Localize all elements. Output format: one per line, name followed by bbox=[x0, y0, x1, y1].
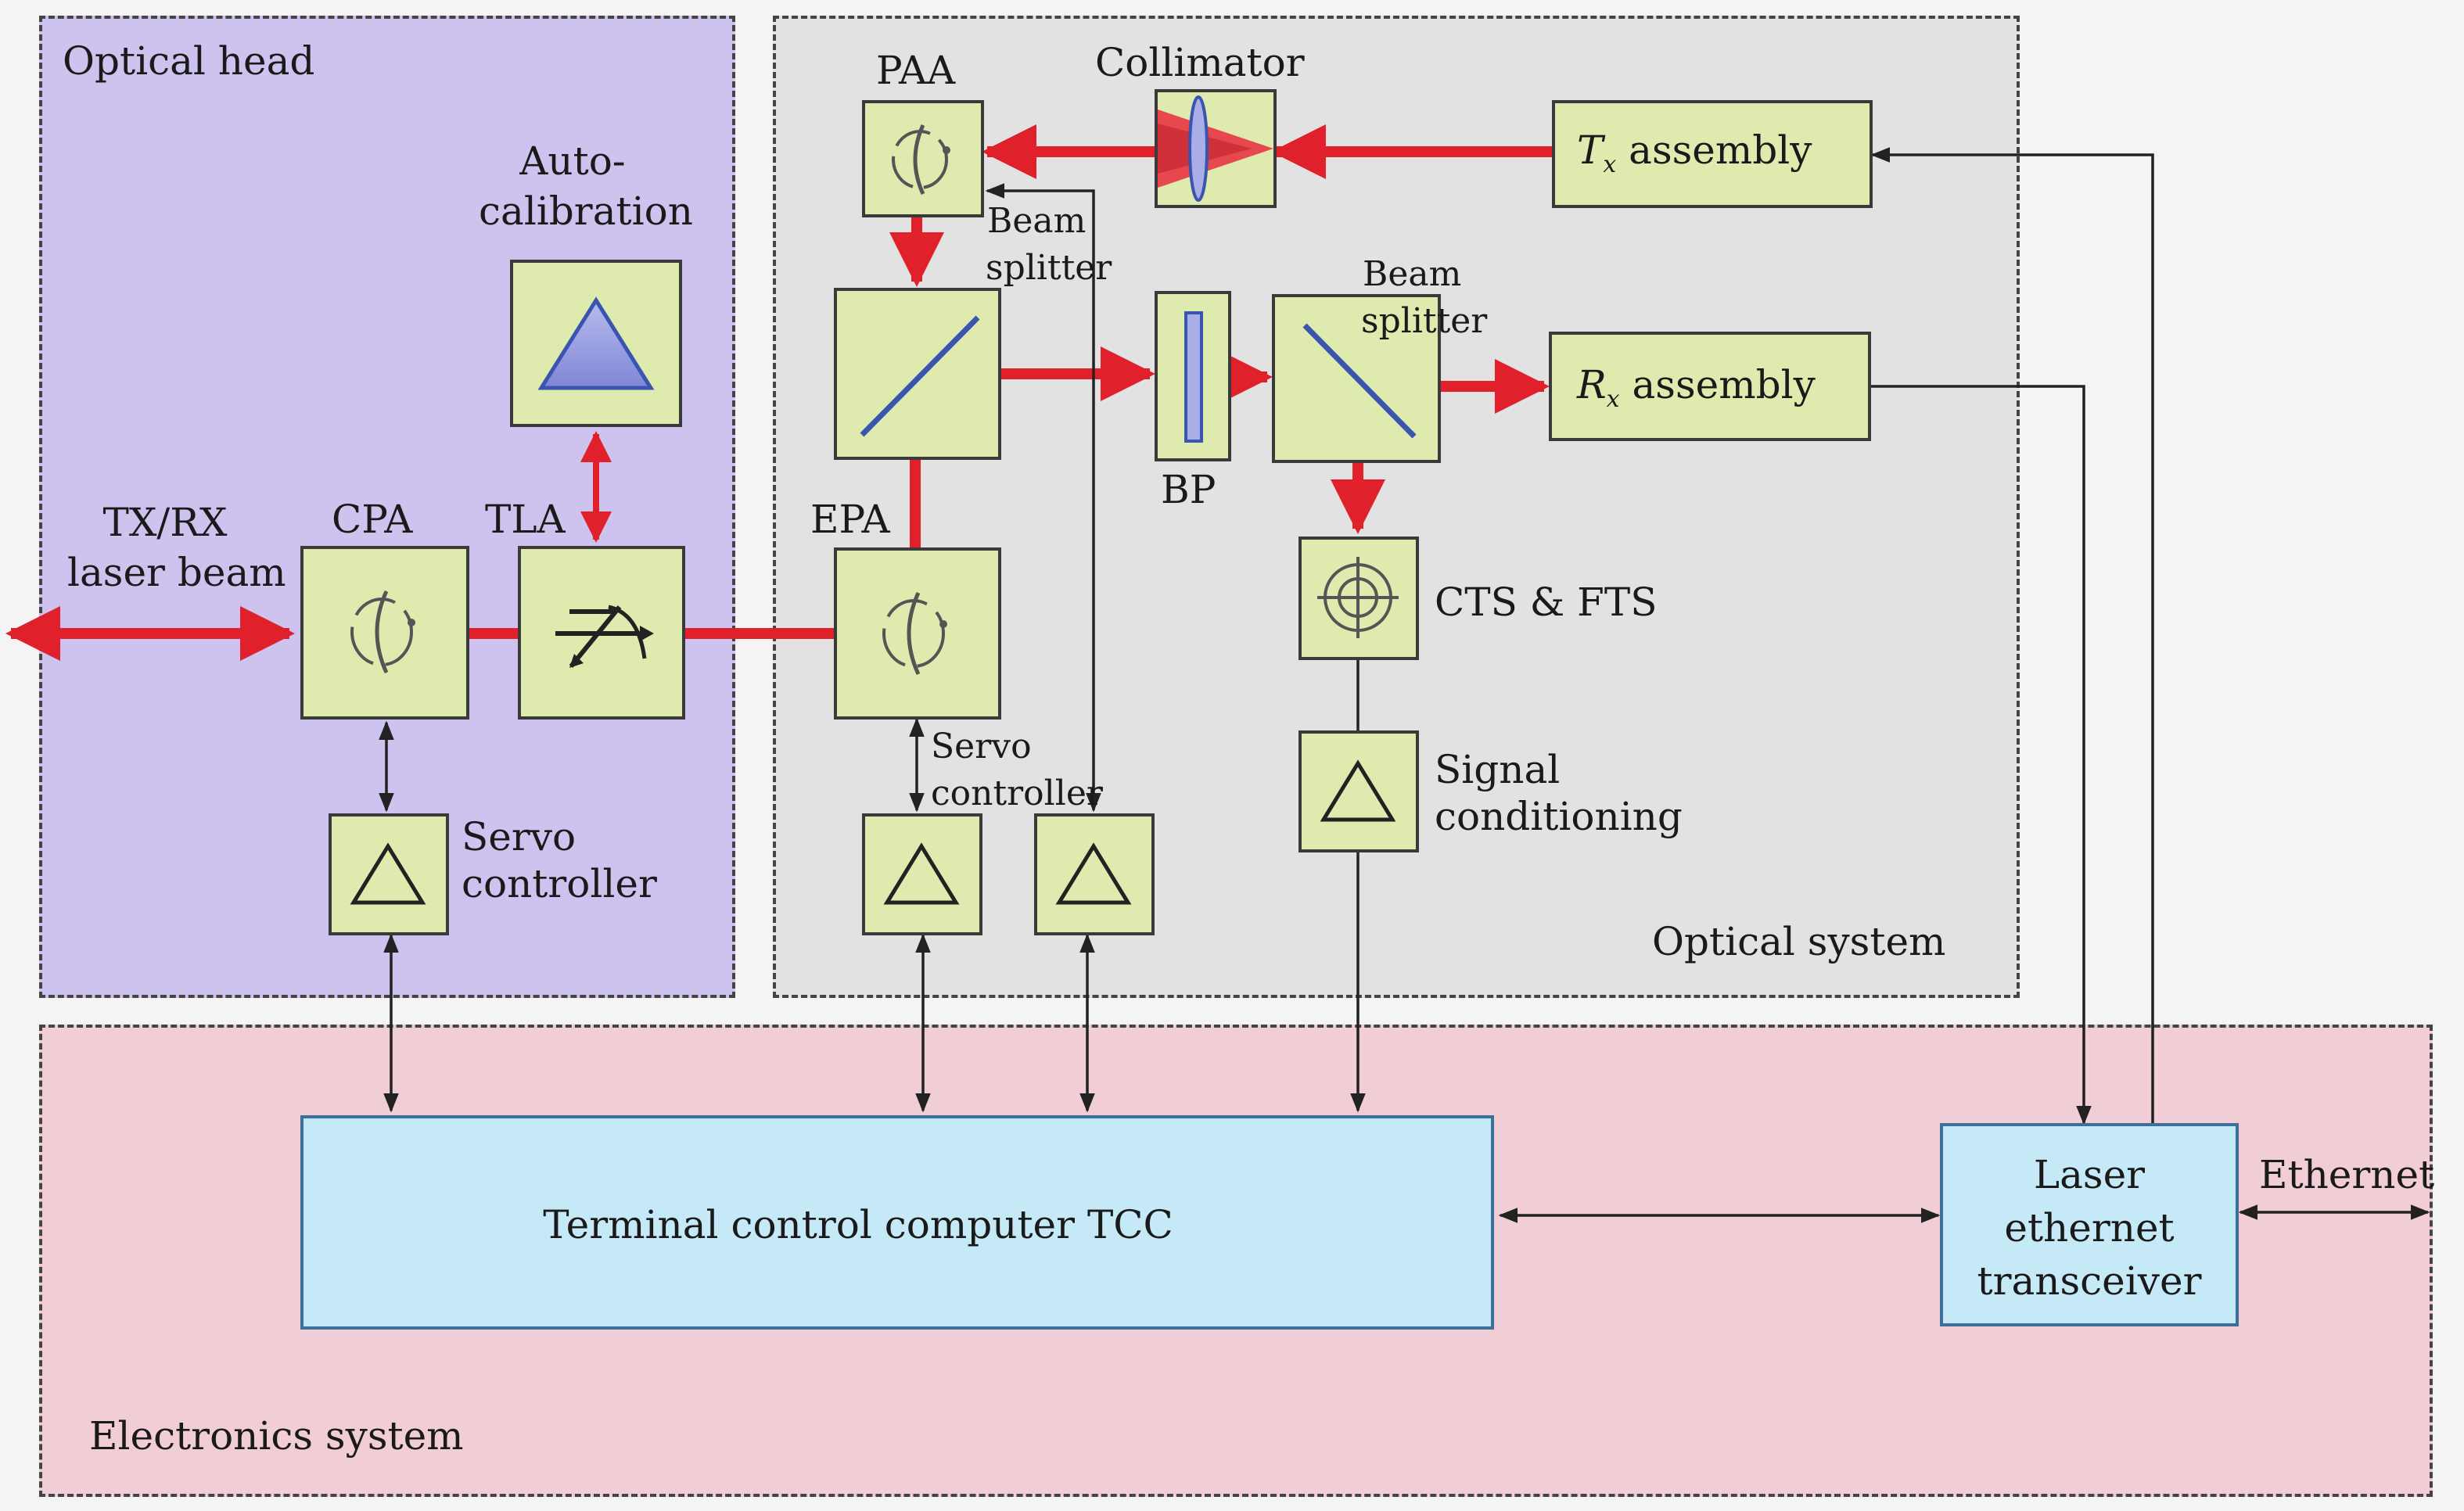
rotation-mirror-icon bbox=[350, 590, 415, 674]
tla-label: TLA bbox=[485, 497, 566, 542]
auto-calibration-label-line2: calibration bbox=[479, 188, 693, 234]
amplifier-icon bbox=[1055, 842, 1132, 905]
prism-icon bbox=[537, 296, 655, 390]
epa-box bbox=[834, 547, 1001, 720]
servo-paa-box bbox=[1034, 813, 1155, 935]
laser-transceiver-label-line3: transceiver bbox=[1977, 1258, 2202, 1304]
cts-fts-box bbox=[1298, 537, 1419, 660]
terminal-control-computer-box bbox=[300, 1115, 1494, 1330]
laser-ethernet-transceiver-box bbox=[1940, 1123, 2239, 1326]
tx-assembly-label: Tx assembly bbox=[1577, 127, 1812, 178]
collimator-label: Collimator bbox=[1095, 40, 1305, 85]
servo-controller-cpa-label-line1: Servo bbox=[462, 814, 576, 860]
amplifier-icon bbox=[1320, 759, 1396, 822]
laser-transceiver-label-line1: Laser bbox=[2033, 1152, 2146, 1197]
paa-servo-link bbox=[985, 183, 1101, 813]
ethernet-label: Ethernet bbox=[2259, 1152, 2435, 1197]
beam-splitter-2-label-line1: Beam bbox=[1363, 254, 1462, 294]
servo-controller-cpa-label-line2: controller bbox=[462, 861, 657, 906]
auto-calibration-label-line1: Auto- bbox=[519, 138, 626, 184]
tla-box bbox=[518, 546, 685, 720]
rx-assembly-label: Rx assembly bbox=[1577, 362, 1816, 413]
beam-splitter-2-label-line2: splitter bbox=[1361, 301, 1488, 341]
rotation-mirror-icon bbox=[882, 591, 947, 676]
rx-transceiver-link bbox=[1871, 385, 2092, 1125]
txrx-laser-beam-label-line2: laser beam bbox=[67, 550, 286, 595]
electronics-system-label: Electronics system bbox=[89, 1413, 464, 1459]
beam-splitter-mirror-icon bbox=[860, 315, 980, 437]
optical-system-label: Optical system bbox=[1652, 919, 1946, 964]
signal-conditioning-box bbox=[1298, 730, 1419, 852]
laser-transceiver-label-line2: ethernet bbox=[2004, 1205, 2175, 1251]
paa-box bbox=[862, 100, 984, 217]
cpa-label: CPA bbox=[332, 497, 413, 542]
beam-splitter-1-label-line2: splitter bbox=[986, 248, 1112, 288]
auto-calibration-box bbox=[510, 260, 682, 427]
collimator-icon bbox=[1158, 95, 1273, 202]
cpa-box bbox=[300, 546, 469, 720]
rx-assembly-box bbox=[1549, 332, 1871, 441]
rotation-mirror-icon bbox=[892, 124, 950, 196]
servo-epa-box bbox=[862, 813, 982, 935]
paa-label: PAA bbox=[876, 48, 956, 93]
beam-splitter-mirror-icon bbox=[1302, 323, 1417, 439]
bandpass-filter-icon bbox=[1184, 311, 1203, 443]
signal-conditioning-label-line2: conditioning bbox=[1435, 794, 1683, 839]
bp-filter-box bbox=[1155, 291, 1231, 461]
bp-label: BP bbox=[1161, 467, 1216, 512]
epa-label: EPA bbox=[810, 497, 890, 542]
servo-cpa-box bbox=[329, 813, 449, 935]
transceiver-tx-link bbox=[1870, 147, 2154, 1123]
servo-controller-epa-label-line1: Servo bbox=[931, 727, 1032, 766]
beam-splitter-1-box bbox=[834, 288, 1001, 460]
target-sensor-icon bbox=[1317, 557, 1399, 638]
signal-conditioning-label-line1: Signal bbox=[1435, 747, 1561, 792]
amplifier-icon bbox=[350, 842, 426, 905]
txrx-laser-beam-label-line1: TX/RX bbox=[102, 500, 228, 545]
tcc-label: Terminal control computer TCC bbox=[543, 1202, 1173, 1247]
cts-fts-label: CTS & FTS bbox=[1435, 580, 1658, 625]
servo-controller-epa-label-line2: controller bbox=[931, 773, 1103, 813]
beam-splitter-1-label-line1: Beam bbox=[987, 201, 1087, 241]
beam-splitter-2-box bbox=[1272, 294, 1441, 463]
signal-lines bbox=[379, 147, 2430, 1223]
optical-head-label: Optical head bbox=[63, 38, 315, 84]
collimator-box bbox=[1155, 89, 1277, 208]
tracking-loop-icon bbox=[555, 605, 654, 668]
tx-assembly-box bbox=[1552, 100, 1873, 208]
amplifier-icon bbox=[883, 842, 960, 905]
